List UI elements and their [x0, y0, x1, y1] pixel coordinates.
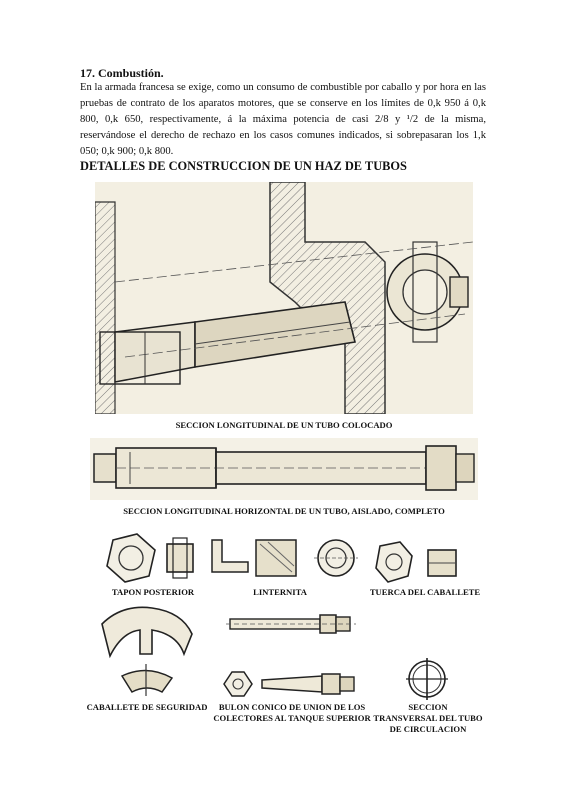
figure-caballete-seguridad [101, 606, 193, 696]
caption-seccion-line3: DE CIRCULACION [389, 724, 467, 734]
caption-seccion-line1: SECCION [408, 702, 448, 712]
caption-bulon-conico-line1: BULON CONICO DE UNION DE LOS [218, 702, 366, 712]
figure-bulon-conico [223, 671, 355, 697]
caption-tube-section-installed: SECCION LONGITUDINAL DE UN TUBO COLOCADO [175, 420, 393, 430]
caption-seccion-line2: TRANSVERSAL DEL TUBO [373, 713, 483, 723]
figure-tube-section-installed [95, 182, 473, 414]
caption-tapon-posterior: TAPON POSTERIOR [111, 587, 195, 597]
section-title: 17. Combustión. [80, 66, 164, 80]
figure-linternita [211, 539, 358, 577]
figure-tapon-posterior [106, 533, 194, 583]
caption-tuerca-caballete: TUERCA DEL CABALLETE [369, 587, 481, 597]
figure-seccion-transversal [406, 658, 448, 700]
caption-bulon-conico-line2: COLECTORES AL TANQUE SUPERIOR [213, 713, 371, 723]
figure-tuerca-caballete [375, 541, 457, 583]
combustion-paragraph: En la armada francesa se exige, como un … [80, 82, 486, 157]
caption-linternita: LINTERNITA [253, 587, 307, 597]
caption-tube-section-isolated: SECCION LONGITUDINAL HORIZONTAL DE UN TU… [123, 506, 445, 516]
figure-tube-section-isolated [90, 438, 478, 500]
caption-caballete-seguridad: CABALLETE DE SEGURIDAD [86, 702, 208, 712]
figures-heading: DETALLES DE CONSTRUCCION DE UN HAZ DE TU… [80, 159, 407, 173]
figure-bulon-upper [226, 614, 356, 634]
